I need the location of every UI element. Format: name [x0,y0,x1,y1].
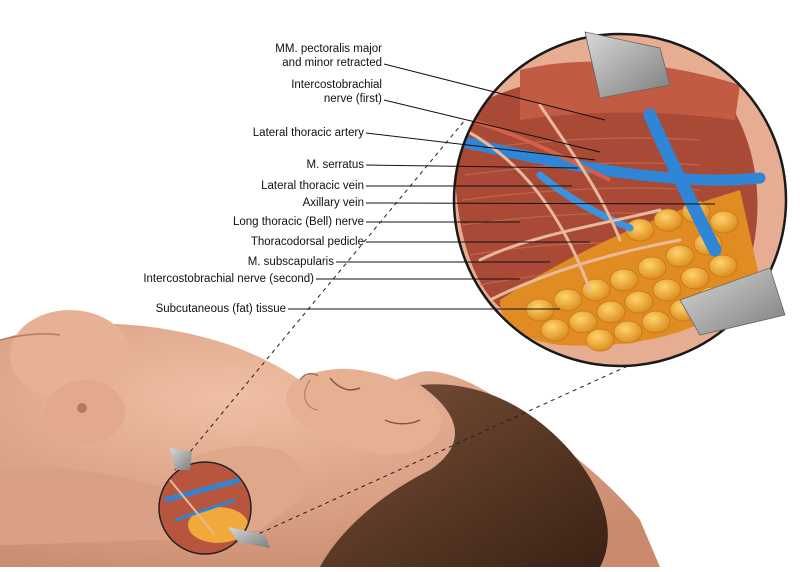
lateral-thoracic-artery [469,118,611,182]
magnified-view-border [452,32,788,368]
label-pectoralis: MM. pectoralis major and minor retracted [275,42,382,70]
long-thoracic-nerve [538,103,622,242]
zoom-guide-lines [174,119,631,541]
label-serratus: M. serratus [306,158,364,172]
label-fat-tissue: Subcutaneous (fat) tissue [156,302,286,316]
label-text: Axillary vein [302,197,364,209]
magnified-view [452,31,788,368]
label-long-thoracic-nerve: Long thoracic (Bell) nerve [233,215,364,229]
axilla-inset-small [158,448,270,555]
leader-intercostobrachial-first [383,99,601,153]
leader-axillary-vein [365,202,716,205]
label-text: Long thoracic (Bell) nerve [232,216,364,228]
label-text: Lateral thoracic artery [252,127,364,139]
label-lateral-thoracic-artery: Lateral thoracic artery [253,126,364,140]
mouth [384,419,421,425]
label-intercostobrachial-second: Intercostobrachial nerve (second) [143,272,314,286]
retractor-bottom [679,267,786,336]
label-text: MM. pectoralis major and minor retracted [275,43,382,69]
intercostobrachial-nerve-second [488,238,682,302]
leader-pectoralis [383,63,606,121]
eye [329,377,361,391]
zoom-line-top [174,119,466,471]
nipple [77,403,87,413]
breast-shape [10,310,130,400]
label-subscapularis: M. subscapularis [248,255,334,269]
zoom-line-bottom [244,364,631,541]
label-axillary-vein: Axillary vein [303,196,364,210]
intercostobrachial-nerve-first [463,128,592,292]
retractor-small-bottom [228,527,270,548]
hair [320,384,608,567]
label-lateral-thoracic-vein: Lateral thoracic vein [261,179,364,193]
retractor-top [584,31,671,99]
label-text: M. serratus [306,159,364,171]
label-text: Lateral thoracic vein [261,180,364,192]
label-intercostobrachial-first: Intercostobrachial nerve (first) [291,78,382,106]
arm [0,467,180,545]
label-text: Intercostobrachial nerve (first) [291,79,382,105]
label-text: Thoracodorsal pedicle [250,236,364,248]
thoracodorsal-pedicle [478,208,662,262]
retractor-small-top [170,448,192,470]
leader-serratus [365,164,579,169]
lateral-thoracic-vein [536,171,634,232]
label-text: Subcutaneous (fat) tissue [155,303,286,315]
face [286,368,441,454]
leader-lateral-thoracic-artery [365,132,596,161]
leader-lines [288,63,716,310]
nerves [463,103,682,302]
label-text: M. subscapularis [247,256,334,268]
label-text: Intercostobrachial nerve (second) [143,273,314,285]
vein-branch-vertical [643,108,722,257]
label-thoracodorsal-pedicle: Thoracodorsal pedicle [251,235,364,249]
